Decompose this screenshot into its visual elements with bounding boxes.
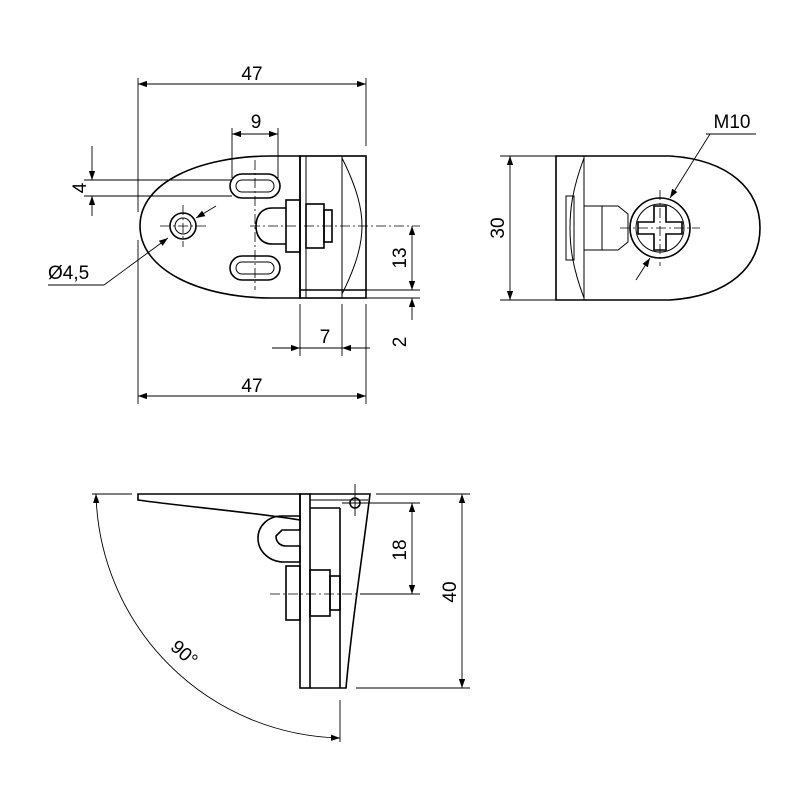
top-view: 47 9 4 Ø4,5 13 2 7 47 xyxy=(48,64,420,404)
dim-label-47-top: 47 xyxy=(241,64,262,85)
phillips-cross-icon xyxy=(637,205,683,251)
dim-label-13: 13 xyxy=(390,247,411,268)
dim-label-9: 9 xyxy=(251,112,262,133)
dim-label-47-bottom: 47 xyxy=(241,376,262,397)
dim-label-30: 30 xyxy=(488,217,509,238)
dim-label-hole-diameter: Ø4,5 xyxy=(48,263,89,284)
dim-label-40: 40 xyxy=(440,581,461,602)
latch-hook xyxy=(257,515,301,563)
angle-arc-90 xyxy=(93,493,341,741)
thread-label-m10: M10 xyxy=(714,112,751,133)
clamp-plate-top xyxy=(299,155,367,299)
clamp-jaw-front xyxy=(310,493,371,689)
front-view: 90° 18 40 xyxy=(92,484,470,742)
dim-label-4: 4 xyxy=(70,182,91,193)
screw-shank xyxy=(285,565,301,621)
bracket-body-top xyxy=(139,155,301,299)
dim-label-2: 2 xyxy=(390,337,411,348)
side-view: 30 M10 xyxy=(488,112,761,301)
angle-label-90: 90° xyxy=(166,636,201,671)
bracket-body-side xyxy=(555,155,761,301)
dim-label-18: 18 xyxy=(390,539,411,560)
vertical-plate xyxy=(299,493,311,689)
dim-label-7: 7 xyxy=(320,327,331,348)
